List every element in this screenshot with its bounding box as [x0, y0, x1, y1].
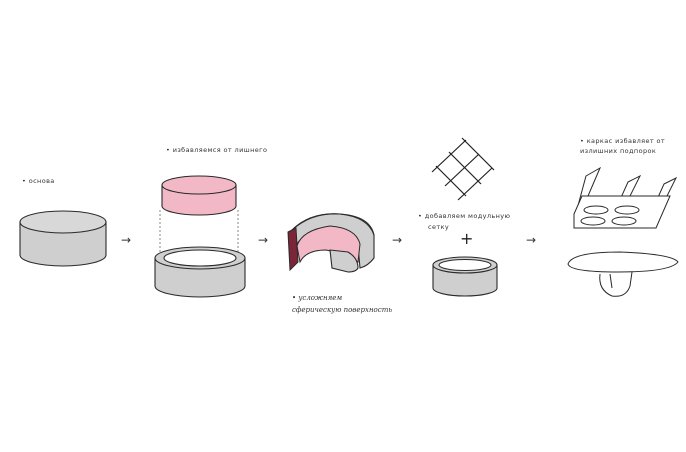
step-3-label-line2: сферическую поверхность [292, 306, 392, 314]
arrow-right-icon: → [526, 233, 536, 247]
arrow-right-icon: → [121, 233, 131, 247]
step-3-label-line1: • усложняем [292, 294, 342, 302]
step-4-ring [432, 256, 498, 297]
arrow-right-icon: → [258, 233, 268, 247]
step-2-cylinders [154, 175, 246, 298]
step-4-modular-grid [431, 137, 495, 201]
arrow-right-icon: → [392, 233, 402, 247]
step-5-frame-structure [567, 166, 679, 297]
step-2-label: • избавляемся от лишнего [166, 146, 267, 154]
step-3-cut-ring [287, 213, 375, 273]
step-5-label-line1: • каркас избавляет от [580, 137, 665, 145]
step-5-label-line2: излишних подпорок [580, 147, 656, 155]
step-1-label: • основа [22, 177, 55, 185]
step-4-label-line1: • добавляем модульную [418, 212, 511, 220]
step-4-label-line2: сетку [428, 223, 449, 231]
step-1-base-cylinder [19, 210, 107, 267]
plus-icon: + [460, 229, 473, 248]
